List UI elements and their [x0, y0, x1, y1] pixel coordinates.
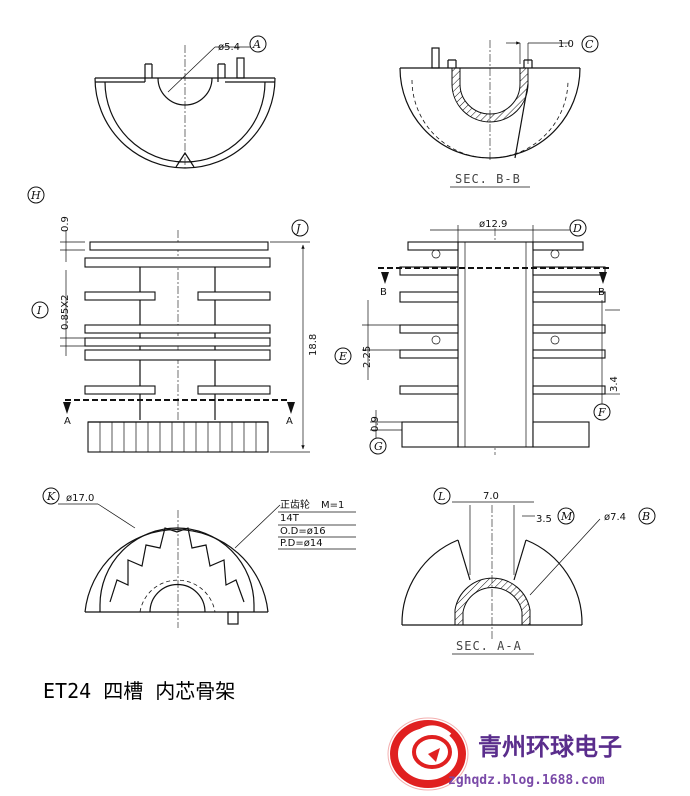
flange-mid-1 [84, 324, 271, 334]
hatched-core [451, 67, 529, 123]
section-label-aa: SEC. A-A [456, 639, 522, 653]
gear-outer-arc [84, 528, 269, 613]
dim-a-dia: ø5.4 [218, 42, 240, 53]
callout-b: B [641, 510, 650, 523]
company-name: 青州环球电子 [478, 733, 622, 761]
callout-f: F [597, 406, 606, 419]
gear-view: ø17.0 K 正齿轮 M=1 14T O.D=ø16 P.D=ø14 [42, 487, 356, 628]
drawing-title: ET24 四槽 内芯骨架 [43, 679, 235, 703]
callout-h: H [30, 189, 41, 202]
flange-mid-2 [84, 337, 271, 347]
dim-f-slot: 3.4 [609, 376, 620, 392]
dim-d-dia: ø12.9 [479, 219, 507, 230]
dim-e-pitch: 2.25 [362, 346, 373, 368]
right-tab [217, 63, 226, 82]
gear-teeth [109, 527, 245, 603]
pin [431, 47, 440, 69]
dim-g-base: 0.9 [370, 416, 381, 432]
dim-b-dia: ø7.4 [604, 512, 626, 523]
gear-spec-pd: P.D=ø14 [280, 538, 323, 549]
section-aa-view: 7.0 L 3.5 M ø7.4 B SEC. A-A [401, 487, 656, 655]
gear-spec-module: M=1 [321, 500, 344, 511]
pin [227, 611, 239, 625]
front-view-left: A A 0.9 H 0.85X2 I 18.8 J [27, 186, 319, 453]
cut-b-right: B [598, 287, 605, 298]
callout-g: G [374, 440, 383, 453]
callout-d: D [572, 222, 582, 235]
gear-teeth-outline [99, 527, 255, 612]
section-label-bb: SEC. B-B [455, 172, 521, 186]
callout-l: L [437, 490, 445, 503]
hatched-core [454, 577, 531, 626]
left-arc [401, 539, 459, 626]
dim-h-top: 0.9 [60, 216, 71, 232]
cut-a-right: A [286, 416, 293, 427]
top-view-left: ø5.4 A [94, 35, 276, 169]
base-comb [87, 421, 269, 453]
gear-spec-teeth: 14T [280, 513, 300, 524]
company-logo [387, 717, 469, 791]
cut-b-left: B [380, 287, 387, 298]
dim-k-dia: ø17.0 [66, 493, 94, 504]
dim-m-wall: 3.5 [536, 514, 552, 525]
gear-spec-name: 正齿轮 [280, 498, 310, 511]
callout-m: M [560, 510, 573, 523]
flange-mid-3 [84, 349, 271, 361]
dim-l-width: 7.0 [483, 491, 499, 502]
dim-i-gap: 0.85X2 [60, 295, 71, 330]
gear-spec-od: O.D=ø16 [280, 526, 326, 537]
callout-k: K [46, 490, 56, 503]
callout-a: A [252, 38, 261, 51]
section-bb-view: 1.0 C SEC. B-B [399, 35, 599, 188]
company-url: zghqdz.blog.1688.com [448, 773, 605, 788]
callout-j: J [294, 222, 301, 235]
core-tube [457, 241, 534, 448]
cut-a-left: A [64, 416, 71, 427]
right-arc [525, 539, 583, 626]
top-flange [89, 241, 269, 251]
gear-bore [149, 583, 206, 613]
flange-2 [84, 257, 271, 268]
dim-c-wall: 1.0 [558, 39, 574, 50]
left-tab [144, 63, 153, 82]
pin [236, 57, 245, 79]
dim-j-height: 18.8 [308, 334, 319, 356]
callout-i: I [36, 304, 42, 317]
front-view-right: B B ø12.9 D 2.25 E 0.9 G 3.4 F [334, 219, 620, 455]
cut-edge [514, 83, 529, 159]
callout-e: E [338, 350, 347, 363]
callout-c: C [585, 38, 594, 51]
